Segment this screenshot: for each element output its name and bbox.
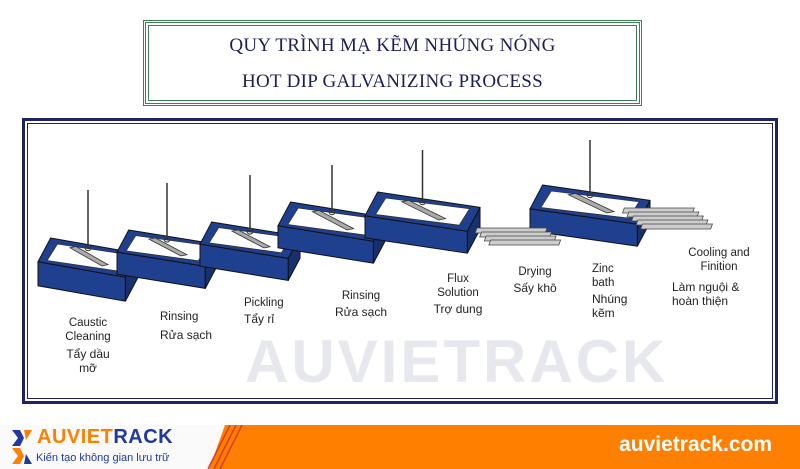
hook-ring-5 [419, 198, 426, 206]
diagram-frame [22, 118, 778, 404]
logo-wordmark-a: AUVIET [37, 426, 114, 448]
step-2-vn: Rửa sạch [160, 328, 213, 342]
logo-icon [12, 430, 32, 464]
title-english: HOT DIP GALVANIZING PROCESS [241, 71, 544, 92]
step-1-vn: Tẩy dầu mỡ [66, 347, 110, 375]
watermark: AUVIETRACK [245, 328, 669, 395]
step-5-en: Flux Solution [437, 273, 479, 299]
step-8-vn: Làm nguội & hoàn thiện [672, 280, 740, 308]
hook-ring-2 [163, 235, 171, 243]
steel-beam-2 [147, 237, 189, 257]
slogan: Kiến tạo không gian lưu trữ [36, 452, 170, 464]
hook-ring-7 [586, 191, 594, 199]
steel-beam-3 [230, 229, 272, 249]
step-3-en: Pickling [244, 297, 284, 309]
step-7-en: Zinc bath [592, 263, 615, 289]
steel-beam-4 [311, 209, 355, 231]
title-box: QUY TRÌNH MẠ KẼM NHÚNG NÓNG HOT DIP GALV… [143, 20, 642, 106]
step-4-vn: Rửa sạch [334, 305, 388, 319]
footer-logo-area [0, 425, 225, 469]
step-4-en: Rinsing [341, 290, 381, 302]
hook-ring-3 [246, 227, 254, 235]
hook-ring-1 [84, 244, 92, 252]
steel-beam-5 [400, 199, 447, 221]
step-6-en: Drying [518, 266, 552, 278]
rack-bar-6-3 [488, 239, 562, 246]
step-8-en: Cooling and Finition [688, 247, 750, 273]
title-vietnamese: QUY TRÌNH MẠ KẼM NHÚNG NÓNG [229, 35, 556, 56]
step-6-vn: Sấy khô [513, 281, 557, 295]
decorative-stripes [207, 425, 243, 469]
steel-beam-7 [567, 192, 616, 214]
hook-ring-4 [328, 208, 336, 216]
steel-beam-1 [68, 245, 110, 267]
logo-wordmark-b: RACK [113, 426, 174, 448]
step-7-vn: Nhúng kẽm [592, 292, 628, 320]
logo-wordmark: AUVIETRACK [37, 427, 173, 447]
rack-bar-8-4 [640, 223, 714, 230]
step-5-vn: Trợ dung [433, 302, 483, 316]
step-2-en: Rinsing [160, 311, 199, 323]
step-3-vn: Tẩy rỉ [244, 312, 274, 326]
step-1-en: Caustic Cleaning [65, 317, 111, 343]
website-link[interactable]: auvietrack.com [619, 433, 772, 456]
